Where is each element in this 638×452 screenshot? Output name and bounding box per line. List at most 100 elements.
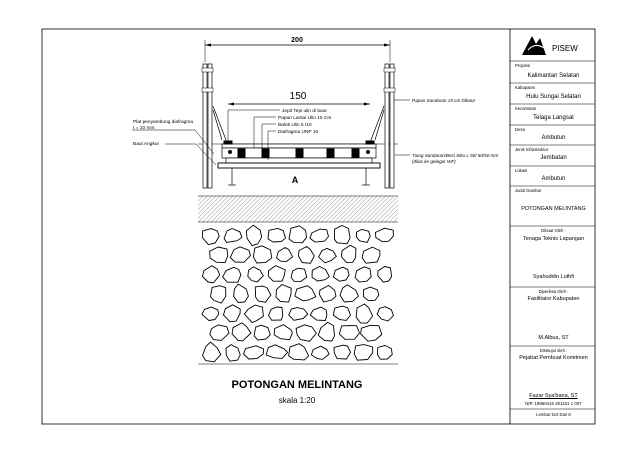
stone — [202, 265, 221, 284]
sheet-border — [41, 28, 596, 425]
stone — [223, 304, 241, 323]
label-tiang: Tiang Sandaran/Besi Siku L 50/ 50/50 mm — [412, 153, 498, 158]
stone — [340, 244, 357, 264]
stone — [288, 343, 310, 361]
stone — [276, 247, 294, 262]
stone — [333, 344, 351, 360]
label-plat: Plat penyambung diafragma — [133, 119, 193, 125]
stone — [245, 224, 263, 247]
label-balok: Balok Ulin 5 /10 — [278, 122, 312, 128]
stone — [360, 324, 383, 342]
label-papan-lantai: Papan Lantai Ulin 15 Cm — [278, 115, 331, 121]
label-plat-t: t = 10 mm — [133, 125, 154, 131]
stone — [355, 303, 374, 324]
stone — [317, 321, 335, 342]
stone — [309, 306, 328, 321]
logo-text: PISEW — [552, 44, 578, 53]
stone — [265, 344, 289, 359]
stone — [333, 225, 351, 245]
stone — [209, 324, 230, 341]
value-diperiksa: Fasilitator Kabupaten — [527, 296, 580, 302]
railing-left — [201, 63, 227, 189]
stone — [275, 284, 292, 303]
bridge-deck — [217, 140, 381, 186]
label-desa: Desa — [515, 127, 525, 132]
stone — [247, 266, 264, 283]
pisew-logo-icon — [522, 36, 546, 55]
label-jepit: Jepit Tepi ulin di baut — [282, 108, 327, 114]
stone — [252, 245, 273, 264]
value-desa: Ambutun — [541, 135, 566, 141]
railing-right — [370, 63, 396, 189]
value-kecamatan: Telaga Langsat — [533, 115, 574, 121]
value-propinsi: Kalimantan Selatan — [527, 73, 580, 79]
stone — [201, 228, 220, 246]
label-lokasi: Lokasi — [515, 168, 528, 173]
nip: NIP. 19860416 201101 1 007 — [525, 401, 582, 406]
stone — [267, 265, 286, 282]
label-propinsi: Propinsi — [515, 63, 531, 68]
stone — [209, 246, 229, 264]
rock-pattern — [201, 224, 394, 363]
stone — [254, 285, 272, 303]
dimension-150: 150 — [228, 91, 370, 106]
stone — [375, 227, 394, 242]
name-diperiksa: M.Albua, ST — [538, 335, 569, 341]
drawing-title: POTONGAN MELINTANG — [232, 379, 363, 391]
label-diperiksa: Diperiksa Oleh : — [538, 289, 569, 294]
value-disetujui: Pejabat Pembuat Komitmen — [519, 355, 588, 361]
stone — [210, 285, 227, 304]
stone — [290, 267, 308, 282]
value-lokasi: Ambutun — [541, 176, 566, 182]
value-jenis: Jembatan — [540, 155, 567, 161]
label-kabupaten: Kabupaten — [515, 85, 536, 90]
label-jenis: Jenis Infrastruktur — [515, 147, 549, 152]
stone — [243, 304, 264, 324]
stone — [288, 307, 309, 321]
stone — [356, 228, 371, 243]
name-dibuat: Syahuddin Luthfi — [533, 274, 574, 280]
stone — [223, 228, 243, 243]
stone — [229, 246, 251, 263]
dim-200-label: 200 — [291, 37, 303, 44]
sheet-number: Lembar ke3 Dari 8 — [536, 412, 571, 417]
stone — [253, 324, 271, 341]
label-tiang-2: (dilas ke gelagar WF) — [412, 159, 456, 164]
dimension-200: 200 — [204, 37, 391, 62]
label-sandaran: Papan Sandaran 15 cm Dibaut — [412, 98, 476, 103]
stone — [376, 306, 394, 322]
stone — [339, 284, 359, 303]
soil-fill — [198, 143, 398, 365]
value-kabupaten: Hulu Sungai Selatan — [526, 94, 581, 100]
stone — [295, 324, 317, 342]
stone — [202, 341, 222, 363]
label-dibuat: Dibuat Oleh : — [541, 228, 566, 233]
stone — [267, 227, 286, 243]
label-diafragma: Diafragma UNP 10 — [278, 129, 319, 135]
drawing-scale: skala 1:20 — [279, 396, 316, 405]
titleblock-grid — [510, 60, 595, 410]
leader-lines — [132, 99, 410, 166]
stone — [273, 324, 293, 341]
stone — [361, 246, 381, 264]
stone — [310, 345, 330, 360]
stone — [225, 344, 241, 362]
stone — [201, 306, 220, 321]
label-kecamatan: Kecamatan — [515, 106, 537, 111]
stone — [297, 246, 315, 264]
stone — [377, 266, 393, 283]
stone — [362, 286, 380, 302]
section-letter: A — [292, 175, 299, 185]
stone — [318, 284, 337, 303]
stone — [332, 266, 350, 282]
stone — [268, 306, 284, 321]
label-disetujui: Disetujui oleh : — [539, 348, 568, 353]
stone — [288, 225, 307, 244]
stone — [353, 344, 374, 361]
stone — [294, 285, 317, 302]
name-disetujui: Fazar Sya'bana, ST — [529, 393, 578, 399]
stone — [332, 305, 351, 321]
stone — [309, 228, 329, 243]
